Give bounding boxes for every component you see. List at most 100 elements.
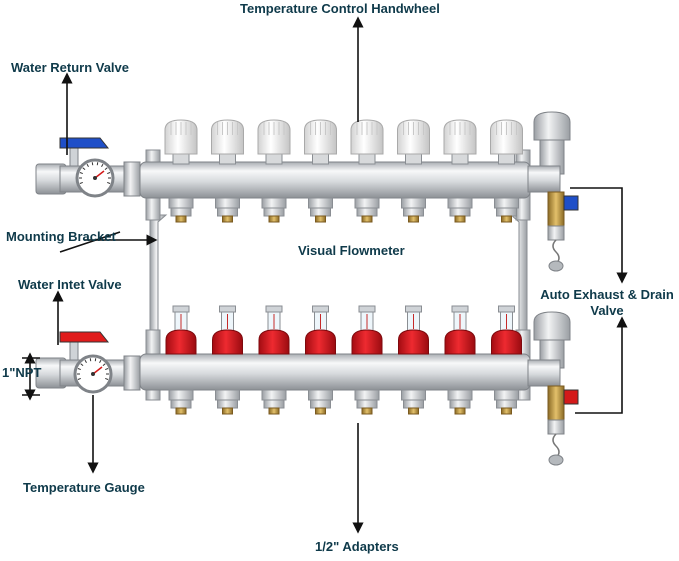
adapter-brass-tip <box>454 407 466 415</box>
top-exhaust-drain-body <box>547 191 565 227</box>
handwheel <box>304 119 337 155</box>
flowmeter-top <box>265 305 283 313</box>
adapter-brass-tip <box>268 215 280 223</box>
top-exhaust-drain-outlet <box>547 225 565 241</box>
label-auto-exhaust-drain-line1: Auto Exhaust & Drain <box>540 287 674 302</box>
left-valves <box>35 137 141 394</box>
adapter-nut <box>261 389 287 401</box>
gauge-tick <box>82 167 86 171</box>
arrow-mounting-bracket-leader <box>59 231 121 253</box>
gauge-tick <box>101 163 104 167</box>
flowmeter-red-cap <box>398 329 429 355</box>
return-valve-union <box>123 161 141 197</box>
label-water-return-valve: Water Return Valve <box>11 60 130 75</box>
adapter-body <box>356 207 378 217</box>
adapter-body <box>263 399 285 409</box>
handwheel-stem <box>451 153 469 165</box>
top-exhaust-air-vent-cap <box>533 111 571 141</box>
return-manifold <box>139 119 531 223</box>
adapter-nut <box>308 197 333 209</box>
adapter-body <box>310 399 331 409</box>
handwheel <box>443 119 477 155</box>
adapter-body <box>217 207 238 217</box>
label-visual-flowmeter: Visual Flowmeter <box>298 243 405 258</box>
flowmeter-top <box>358 305 376 313</box>
adapter-body <box>170 399 192 409</box>
adapter-brass-tip <box>222 215 233 223</box>
inlet-valve-union <box>123 355 141 391</box>
adapter-brass-tip <box>408 407 419 415</box>
adapter-nut <box>447 197 473 209</box>
handwheel <box>211 119 244 155</box>
gauge-tick <box>107 181 111 184</box>
adapter-body <box>170 207 192 217</box>
gauge-tick <box>104 167 108 171</box>
gauge-hub <box>91 372 95 376</box>
gauge-tick <box>99 359 102 363</box>
bottom-exhaust-air-vent-cap <box>533 311 571 341</box>
gauge-tick <box>89 358 92 362</box>
bottom-exhaust-tee <box>527 359 561 387</box>
adapter-body <box>496 207 517 217</box>
adapter-body <box>310 207 331 217</box>
adapter-brass-tip <box>454 215 466 223</box>
label-temperature-control-handwheel: Temperature Control Handwheel <box>240 1 440 16</box>
adapter-nut <box>354 197 380 209</box>
flowmeter-red-cap <box>351 329 383 355</box>
supply-bar <box>139 353 531 391</box>
gauge-tick <box>79 172 83 175</box>
handwheel <box>257 119 291 155</box>
adapter-body <box>449 399 471 409</box>
adapter-body <box>403 399 424 409</box>
flowmeter-red-cap <box>305 329 336 355</box>
adapter-nut <box>354 389 380 401</box>
gauge-tick <box>91 162 94 166</box>
adapter-brass-tip <box>361 407 373 415</box>
gauge-tick <box>86 163 89 167</box>
label-half-inch-adapters: 1/2" Adapters <box>315 539 399 554</box>
gauge-tick <box>79 181 83 184</box>
left-bracket <box>149 214 168 336</box>
adapter-nut <box>215 197 240 209</box>
adapter-brass-tip <box>361 215 373 223</box>
adapter-body <box>263 207 285 217</box>
handwheel-stem <box>405 153 422 165</box>
adapter-nut <box>447 389 473 401</box>
handwheel-stem <box>172 153 190 165</box>
handwheel-stem <box>265 153 283 165</box>
adapter-brass-tip <box>315 407 326 415</box>
flowmeter-top <box>312 305 329 313</box>
adapter-nut <box>261 197 287 209</box>
adapter-nut <box>168 197 194 209</box>
bottom-exhaust-drain-outlet <box>547 419 565 435</box>
flowmeter-red-cap <box>212 329 243 355</box>
label-water-inlet-valve: Water Intet Valve <box>18 277 122 292</box>
gauge-tick <box>107 172 111 175</box>
gauge-hub <box>93 176 97 180</box>
bottom-exhaust-drain-handle <box>563 389 579 405</box>
flowmeter-red-cap <box>165 329 197 355</box>
gauge-tick <box>96 162 99 166</box>
gauge-tick <box>94 358 97 362</box>
top-exhaust-tee <box>527 165 561 193</box>
flowmeter-top <box>405 305 422 313</box>
gauge-tick <box>84 359 87 363</box>
label-temperature-gauge: Temperature Gauge <box>23 480 145 495</box>
flowmeter-red-cap <box>444 329 476 355</box>
adapter-brass-tip <box>268 407 280 415</box>
handwheel-stem <box>498 153 515 165</box>
inlet-valve-stem <box>69 341 79 361</box>
adapter-brass-tip <box>315 215 326 223</box>
gauge-tick <box>105 368 109 371</box>
adapter-brass-tip <box>222 407 233 415</box>
top-exhaust-drain-chain <box>552 239 560 265</box>
adapter-body <box>403 207 424 217</box>
handwheel-stem <box>358 153 376 165</box>
label-mounting-bracket: Mounting Bracket <box>6 229 116 244</box>
adapter-body <box>356 399 378 409</box>
right-bracket <box>509 214 528 336</box>
right-exhaust-drain-valves <box>527 111 579 466</box>
supply-manifold <box>139 305 531 415</box>
